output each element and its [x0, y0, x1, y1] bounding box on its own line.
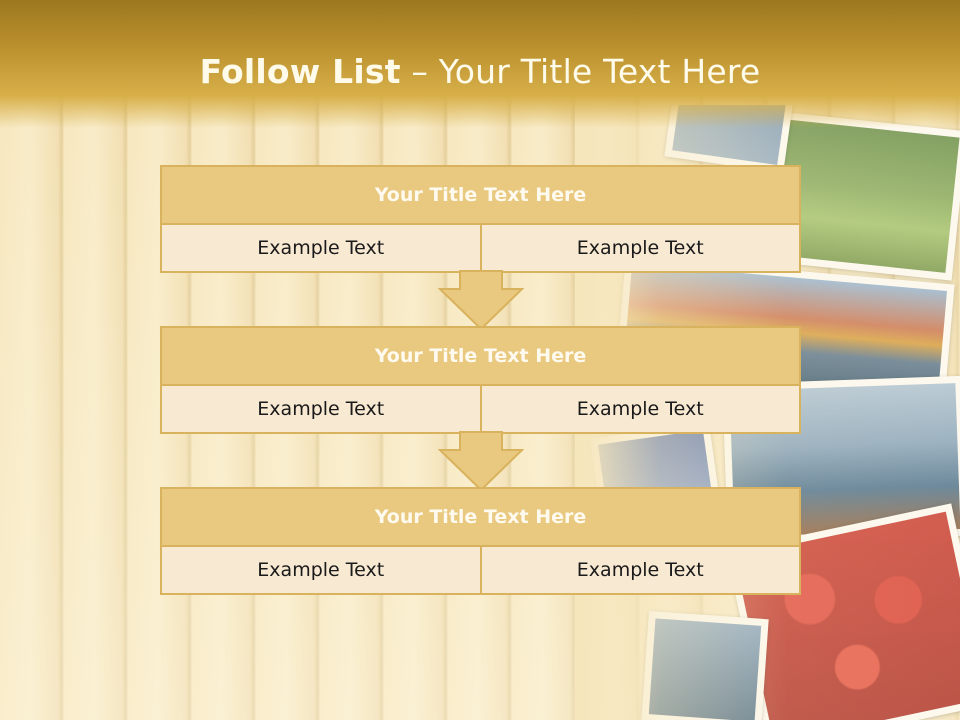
header-band: Follow List – Your Title Text Here [0, 0, 960, 128]
slide-title-strong: Follow List [199, 52, 401, 91]
step-title: Your Title Text Here [162, 328, 799, 386]
flow-step-3: Your Title Text Here Example Text Exampl… [160, 487, 801, 595]
step-row: Example Text Example Text [162, 225, 799, 271]
slide-title: Follow List – Your Title Text Here [0, 52, 960, 91]
step-cell-right: Example Text [479, 225, 800, 271]
step-cell-left: Example Text [257, 398, 385, 420]
step-cell-left: Example Text [257, 559, 385, 581]
step-cell-left: Example Text [257, 237, 385, 259]
step-cell-right: Example Text [479, 386, 800, 432]
step-cell-right: Example Text [479, 547, 800, 593]
down-arrow-icon [438, 270, 524, 331]
step-row: Example Text Example Text [162, 386, 799, 432]
slide-title-rest: – Your Title Text Here [411, 52, 761, 91]
flow-step-2: Your Title Text Here Example Text Exampl… [160, 326, 801, 434]
step-title: Your Title Text Here [162, 167, 799, 225]
step-row: Example Text Example Text [162, 547, 799, 593]
flow-step-1: Your Title Text Here Example Text Exampl… [160, 165, 801, 273]
step-title: Your Title Text Here [162, 489, 799, 547]
down-arrow-icon [438, 431, 524, 492]
